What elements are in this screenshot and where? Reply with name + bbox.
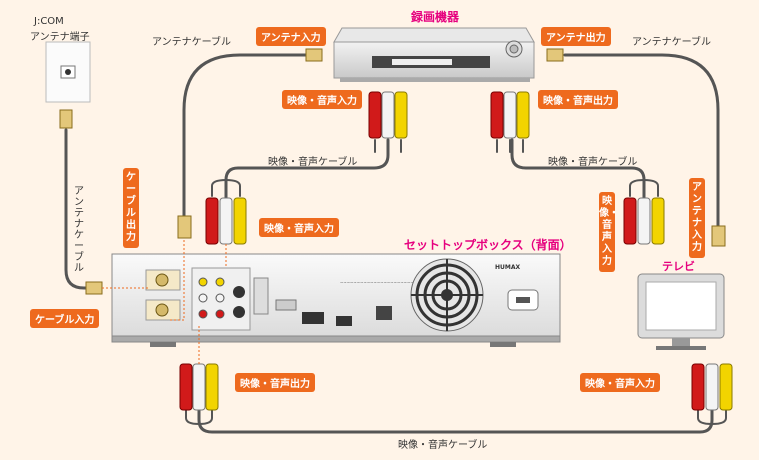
wall-outlet (45, 41, 91, 103)
tag-tv-av-in-bottom: 映像・音声入力 (580, 373, 660, 392)
av-cable-right-label: 映像・音声ケーブル (548, 157, 638, 168)
tag-cable-out: ケーブル出力 (123, 168, 139, 248)
f-connectors (59, 48, 726, 295)
rca-plugs-recorder-out (490, 91, 530, 139)
wall-to-stb-cable (64, 128, 94, 290)
tag-antenna-in: アンテナ入力 (256, 27, 326, 46)
tag-recorder-av-in: 映像・音声入力 (282, 90, 362, 109)
antenna-cable-left-label: アンテナケーブル (152, 37, 231, 48)
rca-plugs-recorder-in (368, 91, 408, 139)
antenna-cable-vertical-label: アンテナケーブル (74, 186, 84, 274)
tag-recorder-av-out: 映像・音声出力 (538, 90, 618, 109)
tag-stb-av-out: 映像・音声出力 (235, 373, 315, 392)
rca-plugs-stb-top (205, 197, 247, 245)
stb-to-recorder-antenna-cable (182, 53, 314, 224)
tag-cable-in: ケーブル入力 (30, 309, 100, 328)
tag-antenna-out: アンテナ出力 (541, 27, 611, 46)
wall-outlet-label-1: J:COM (34, 16, 64, 27)
recorder-device (333, 27, 535, 82)
rca-plugs-tv-top (623, 197, 665, 245)
tag-stb-av-in: 映像・音声入力 (259, 218, 339, 237)
wall-outlet-label-2: アンテナ端子 (30, 32, 90, 43)
recorder-av-in-cable (224, 138, 390, 200)
svg-text:~~~~~~~~~~~~~~~~~~~~~~: ~~~~~~~~~~~~~~~~~~~~~~ (340, 280, 414, 285)
bottom-av-cable (197, 408, 714, 434)
tv-title: テレビ (662, 260, 695, 273)
av-cable-bottom-label: 映像・音声ケーブル (398, 440, 488, 451)
antenna-cable-right-label: アンテナケーブル (632, 37, 711, 48)
recorder-title: 録画機器 (411, 10, 460, 24)
tag-tv-antenna-in: アンテナ入力 (689, 178, 705, 258)
stb-title: セットトップボックス（背面） (404, 238, 572, 252)
av-cable-left-label: 映像・音声ケーブル (268, 157, 358, 168)
rca-plugs-tv-bottom (691, 363, 733, 411)
stb-device: ~~~~~~~~~~~~~~~~~~~~~~ (102, 240, 561, 364)
rca-plugs-stb-bottom (179, 363, 219, 411)
tag-tv-av-in: 映像・音声入力 (599, 192, 619, 272)
tv-device (637, 273, 725, 350)
recorder-av-out-cable (510, 138, 646, 200)
recorder-to-tv-antenna-cable (563, 53, 720, 230)
cables (64, 53, 727, 434)
stb-brand: HUMAX (495, 264, 521, 271)
